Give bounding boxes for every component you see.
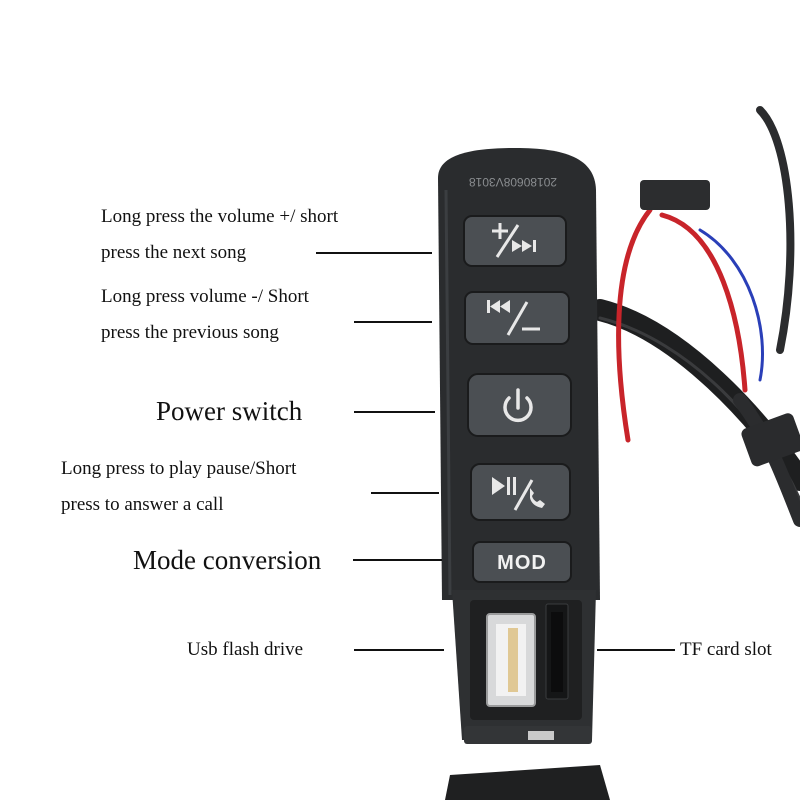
volume-up-next-icon: [492, 223, 536, 258]
play-pause-call-icon: [492, 477, 545, 511]
volume-down-label-line1: Long press volume -/ Short: [101, 286, 309, 307]
tf-card-leader-line: [597, 649, 675, 651]
mod-button-label: MOD: [497, 552, 547, 574]
mode-conversion-label: Mode conversion: [133, 545, 322, 575]
volume-down-leader-line: [354, 321, 432, 323]
cable-connector-right: [741, 413, 800, 467]
tf-card-slot-label: TF card slot: [680, 639, 772, 660]
play-pause-label-line1: Long press to play pause/Short: [61, 458, 297, 479]
play-pause-leader-line: [371, 492, 439, 494]
cable-connector: [640, 180, 710, 210]
volume-up-next-button[interactable]: [463, 215, 567, 267]
volume-down-previous-icon: [487, 300, 540, 336]
hinge-spring: [528, 731, 554, 740]
play-pause-label-line2: press to answer a call: [61, 494, 224, 515]
volume-up-leader-line: [316, 252, 432, 254]
power-icon: [503, 388, 533, 423]
volume-up-label-line2: press the next song: [101, 242, 247, 263]
mod-button[interactable]: [472, 541, 572, 583]
power-switch-label: Power switch: [156, 396, 303, 426]
usb-leader-line: [354, 649, 444, 651]
volume-up-label-line1: Long press the volume +/ short: [101, 206, 339, 227]
lid-flap: [445, 765, 610, 800]
mode-leader-line: [353, 559, 442, 561]
volume-down-label-line2: press the previous song: [101, 322, 279, 343]
play-pause-call-button[interactable]: [470, 463, 571, 521]
usb-flash-drive-label: Usb flash drive: [187, 639, 304, 660]
power-leader-line: [354, 411, 435, 413]
serial-number-text: 20180608V3018: [469, 175, 557, 189]
